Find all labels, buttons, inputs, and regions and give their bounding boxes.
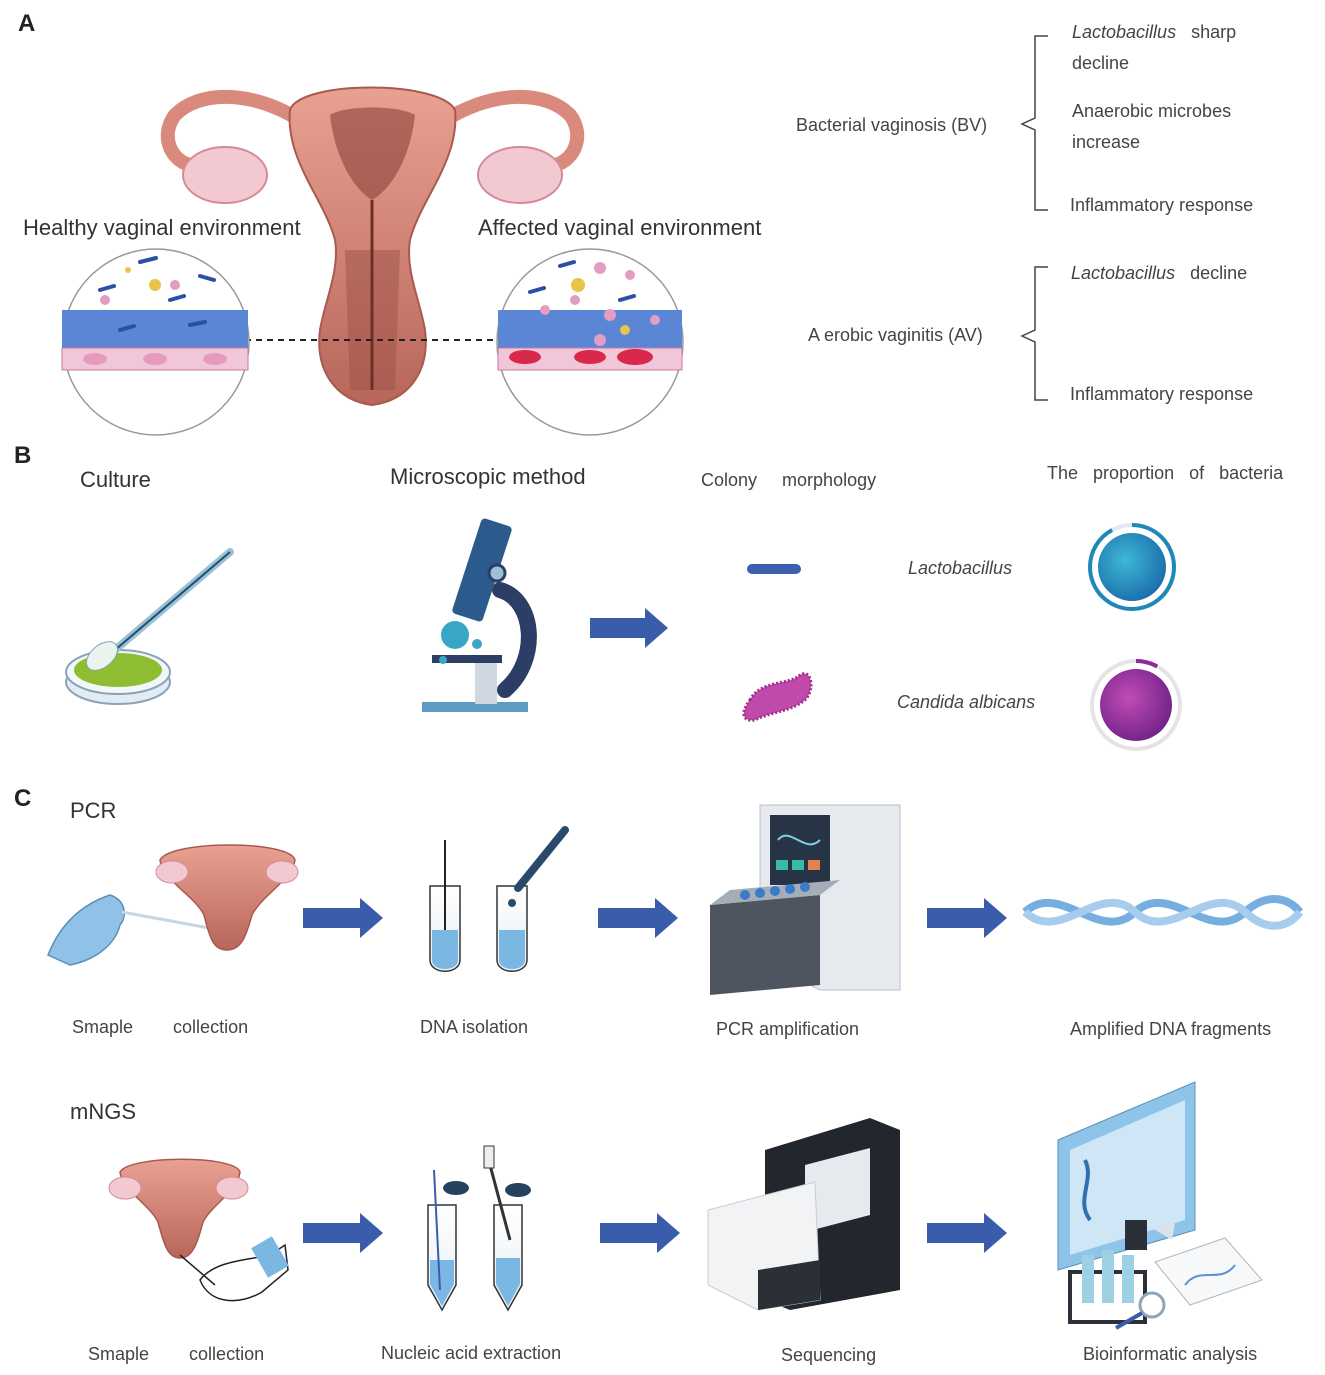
uterus-illustration xyxy=(160,86,585,407)
colony-header-0: Colony xyxy=(701,470,758,490)
nucleic-acid-extraction-tubes-illustration xyxy=(427,1145,531,1312)
bv-item-5: Inflammatory response xyxy=(1070,195,1254,215)
bv-item-2: decline xyxy=(1072,53,1130,73)
bv-item-4: increase xyxy=(1072,132,1141,152)
proportion-header-3: bacteria xyxy=(1219,463,1284,483)
microscopic-method-label: Microscopic method xyxy=(390,464,586,489)
affected-environment-circle xyxy=(496,248,684,436)
pcr-machine-illustration xyxy=(710,804,901,995)
pcr-step-dna-isolation: DNA isolation xyxy=(420,1017,529,1037)
proportion-header-1: proportion xyxy=(1093,463,1175,483)
organism-candida-albicans: Candida albicans xyxy=(897,692,1036,712)
proportion-header: The proportion of bacteria xyxy=(1047,463,1283,484)
pcr-title: PCR xyxy=(70,798,117,823)
arrow-icon xyxy=(600,1213,680,1253)
panel-label-a: A xyxy=(18,10,36,37)
bv-item-lactobacillus: Lactobacillus sharp xyxy=(1072,22,1236,43)
proportion-header-2: of xyxy=(1189,463,1205,483)
lactobacillus-rod-icon xyxy=(747,564,801,574)
av-label: A erobic vaginitis (AV) xyxy=(808,325,983,345)
lactobacillus-proportion-ring xyxy=(1088,523,1176,611)
mngs-step-0a: Smaple xyxy=(88,1344,150,1364)
av-item-2: Inflammatory response xyxy=(1070,384,1254,404)
candida-cell-icon xyxy=(742,672,813,722)
av-item-0: Lactobacillus xyxy=(1071,263,1176,283)
bv-item-3: Anaerobic microbes xyxy=(1072,101,1232,121)
candida-proportion-ring xyxy=(1090,659,1182,751)
mngs-sample-collection-illustration xyxy=(108,1158,289,1302)
av-brace xyxy=(1020,266,1048,401)
microscope-illustration xyxy=(422,518,537,712)
pcr-step-pcr-amplification: PCR amplification xyxy=(716,1019,860,1039)
proportion-header-0: The xyxy=(1047,463,1079,483)
culture-label: Culture xyxy=(80,467,151,492)
pcr-step-0b: collection xyxy=(173,1017,249,1037)
pcr-sample-collection-illustration xyxy=(47,844,299,966)
bv-item-1: sharp xyxy=(1191,22,1237,42)
mngs-step-sample-collection: Smaple collection xyxy=(88,1344,264,1365)
arrow-icon xyxy=(590,608,668,648)
dna-isolation-tubes-illustration xyxy=(429,826,569,972)
healthy-environment-circle xyxy=(61,248,250,436)
panel-label-b: B xyxy=(14,442,32,469)
healthy-environment-label: Healthy vaginal environment xyxy=(23,215,301,240)
mngs-step-bioinformatic-analysis: Bioinformatic analysis xyxy=(1083,1344,1258,1364)
dna-double-helix-illustration xyxy=(1022,895,1304,930)
av-item-lactobacillus: Lactobacillus decline xyxy=(1071,263,1247,284)
mngs-step-sequencing: Sequencing xyxy=(781,1345,877,1365)
pcr-step-0a: Smaple xyxy=(72,1017,134,1037)
mngs-step-nucleic-acid-extraction: Nucleic acid extraction xyxy=(381,1343,562,1363)
petri-dish-swab-illustration xyxy=(65,548,234,705)
colony-header-1: morphology xyxy=(782,470,877,490)
av-item-1: decline xyxy=(1190,263,1248,283)
organism-lactobacillus: Lactobacillus xyxy=(908,558,1013,578)
panel-label-c: C xyxy=(14,785,32,812)
bv-item-0: Lactobacillus xyxy=(1072,22,1177,42)
arrow-icon xyxy=(598,898,678,938)
pcr-step-sample-collection: Smaple collection xyxy=(72,1017,248,1038)
bv-label: Bacterial vaginosis (BV) xyxy=(796,115,988,135)
colony-morphology-header: Colony morphology xyxy=(701,470,876,491)
affected-environment-label: Affected vaginal environment xyxy=(478,215,762,240)
pcr-step-amplified-dna: Amplified DNA fragments xyxy=(1070,1019,1272,1039)
sequencer-illustration xyxy=(707,1118,900,1311)
bv-brace xyxy=(1020,35,1048,211)
arrow-icon xyxy=(303,1213,383,1253)
arrow-icon xyxy=(927,1213,1007,1253)
arrow-icon xyxy=(927,898,1007,938)
mngs-title: mNGS xyxy=(70,1099,136,1124)
mngs-step-0b: collection xyxy=(189,1344,265,1364)
bioinformatics-monitor-illustration xyxy=(1057,1081,1263,1330)
arrow-icon xyxy=(303,898,383,938)
